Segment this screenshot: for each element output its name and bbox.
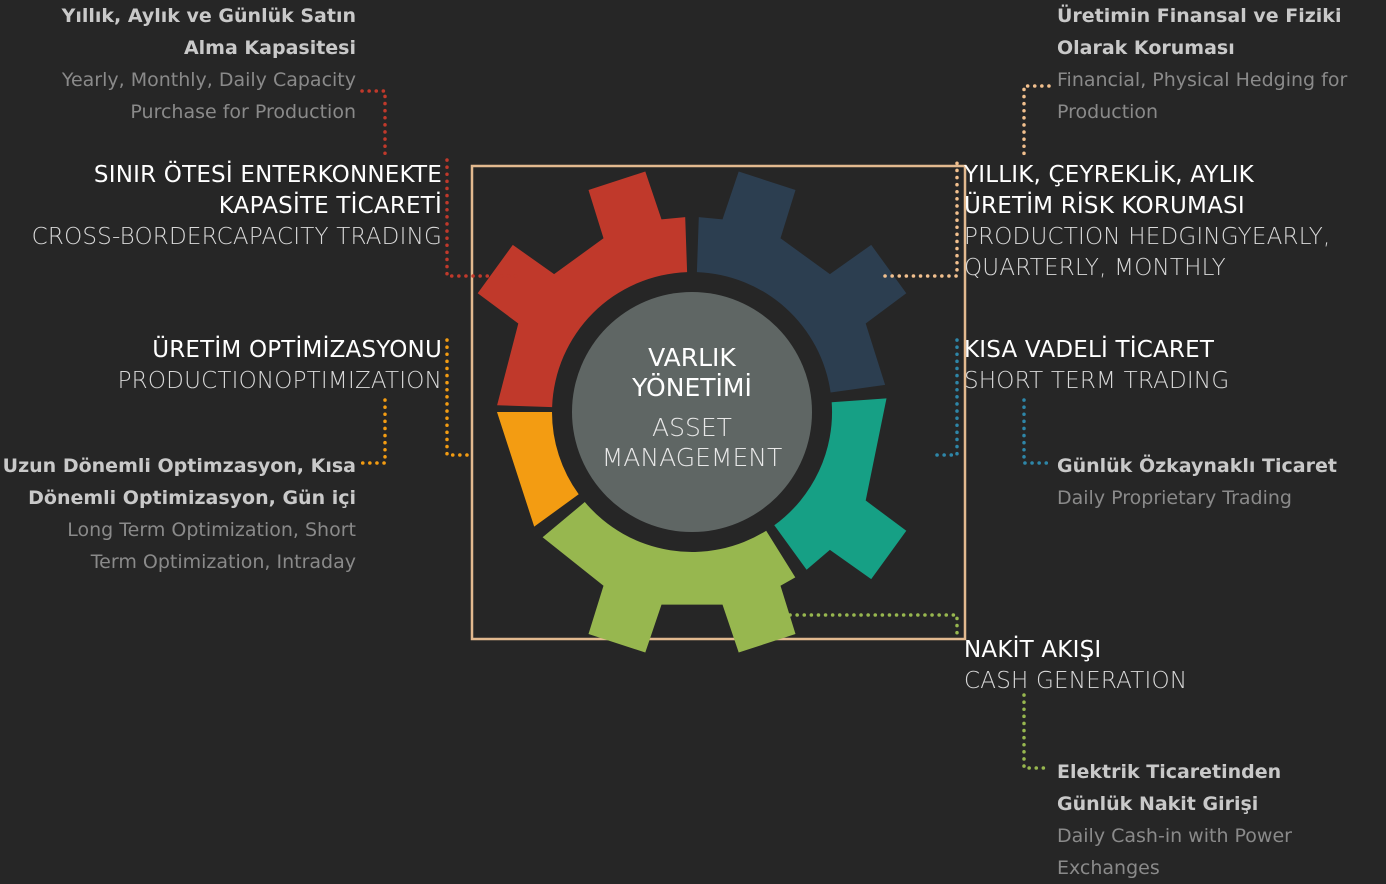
connector-peach	[1022, 84, 1051, 162]
center-frame	[470, 164, 967, 641]
gear-segment-green	[542, 502, 796, 653]
cash-generation-en: CASH GENERATION	[964, 668, 1188, 694]
capacity-purchase-en-line1: Yearly, Monthly, Daily Capacity	[61, 69, 356, 91]
connector-orange	[445, 338, 472, 457]
center-title-tr-line2: YÖNETİMİ	[632, 373, 752, 402]
optimization-detail-tr-line2: Dönemli Optimizasyon, Gün içi	[28, 487, 356, 509]
connector-red	[360, 89, 387, 162]
hedging-detail-tr-line2: Olarak Koruması	[1057, 37, 1235, 59]
risk-hedging-tr-line2: ÜRETİM RİSK KORUMASI	[964, 193, 1245, 219]
cash-in-tr-line2: Günlük Nakit Girişi	[1057, 793, 1259, 815]
cross-border-tr-line2: KAPASİTE TİCARETİ	[218, 193, 442, 219]
cross-border-block: SINIR ÖTESİ ENTERKONNEKTE KAPASİTE TİCAR…	[32, 160, 442, 253]
gear-segment-teal	[774, 398, 907, 580]
capacity-purchase-tr-line1: Yıllık, Aylık ve Günlük Satın	[61, 5, 356, 27]
capacity-purchase-block: Yıllık, Aylık ve Günlük Satın Alma Kapas…	[62, 0, 356, 128]
production-optimization-tr: ÜRETİM OPTİMİZASYONU	[152, 337, 442, 363]
capacity-purchase-en-line2: Purchase for Production	[130, 101, 356, 123]
production-optimization-block: ÜRETİM OPTİMİZASYONU PRODUCTIONOPTIMIZAT…	[118, 335, 442, 397]
connector-green-detail	[1022, 693, 1051, 770]
center-title-en-line2: MANAGEMENT	[601, 443, 783, 472]
connector-blue-detail	[1022, 398, 1051, 465]
center-title-en-line1: ASSET	[652, 413, 732, 442]
cash-in-en-line1: Daily Cash-in with Power	[1057, 825, 1292, 847]
hedging-detail-en-line2: Production	[1057, 101, 1159, 123]
hedging-detail-block: Üretimin Finansal ve Fiziki Olarak Korum…	[1057, 0, 1347, 128]
cross-border-tr-line1: SINIR ÖTESİ ENTERKONNEKTE	[93, 162, 442, 188]
proprietary-trading-tr: Günlük Özkaynaklı Ticaret	[1057, 455, 1337, 477]
gear-segment-navy	[696, 171, 907, 393]
cash-generation-block: NAKİT AKIŞI CASH GENERATION	[964, 635, 1187, 697]
hedging-detail-tr-line1: Üretimin Finansal ve Fiziki	[1057, 5, 1342, 27]
center-title-en: ASSET MANAGEMENT	[592, 413, 792, 473]
capacity-purchase-tr-line2: Alma Kapasitesi	[183, 37, 356, 59]
hedging-detail-en-line1: Financial, Physical Hedging for	[1057, 69, 1348, 91]
gear	[477, 171, 907, 653]
center-title-tr-line1: VARLIK	[648, 343, 736, 372]
connector-lines	[360, 84, 1051, 770]
center-title-tr: VARLIK YÖNETİMİ	[592, 343, 792, 403]
short-term-trading-block: KISA VADELİ TİCARET SHORT TERM TRADING	[964, 335, 1229, 397]
cash-in-tr-line1: Elektrik Ticaretinden	[1057, 761, 1282, 783]
short-term-trading-en: SHORT TERM TRADING	[964, 368, 1230, 394]
connector-orange-detail	[360, 398, 387, 465]
cash-in-block: Elektrik Ticaretinden Günlük Nakit Giriş…	[1057, 756, 1292, 884]
optimization-detail-tr-line1: Uzun Dönemli Optimzasyon, Kısa	[2, 455, 356, 477]
proprietary-trading-block: Günlük Özkaynaklı Ticaret Daily Propriet…	[1057, 450, 1337, 514]
connector-peach-frame	[883, 158, 959, 278]
optimization-detail-en-line1: Long Term Optimization, Short	[67, 519, 356, 541]
risk-hedging-en-line1: PRODUCTION HEDGINGYEARLY,	[964, 224, 1331, 250]
cross-border-en: CROSS-BORDERCAPACITY TRADING	[31, 224, 442, 250]
proprietary-trading-en: Daily Proprietary Trading	[1057, 487, 1292, 509]
connector-blue	[933, 338, 959, 457]
optimization-detail-en-line2: Term Optimization, Intraday	[90, 551, 356, 573]
connector-green	[788, 613, 959, 637]
optimization-detail-block: Uzun Dönemli Optimzasyon, Kısa Dönemli O…	[3, 450, 356, 578]
gear-segment-red	[477, 171, 688, 408]
cash-in-en-line2: Exchanges	[1057, 857, 1160, 879]
risk-hedging-block: YILLIK, ÇEYREKLİK, AYLIK ÜRETİM RİSK KOR…	[964, 160, 1330, 284]
center-disc	[572, 292, 812, 532]
risk-hedging-en-line2: QUARTERLY, MONTHLY	[964, 255, 1226, 281]
cash-generation-tr: NAKİT AKIŞI	[964, 637, 1102, 663]
gear-segment-orange	[497, 412, 579, 527]
risk-hedging-tr-line1: YILLIK, ÇEYREKLİK, AYLIK	[964, 162, 1254, 188]
short-term-trading-tr: KISA VADELİ TİCARET	[964, 337, 1215, 363]
production-optimization-en: PRODUCTIONOPTIMIZATION	[117, 368, 442, 394]
